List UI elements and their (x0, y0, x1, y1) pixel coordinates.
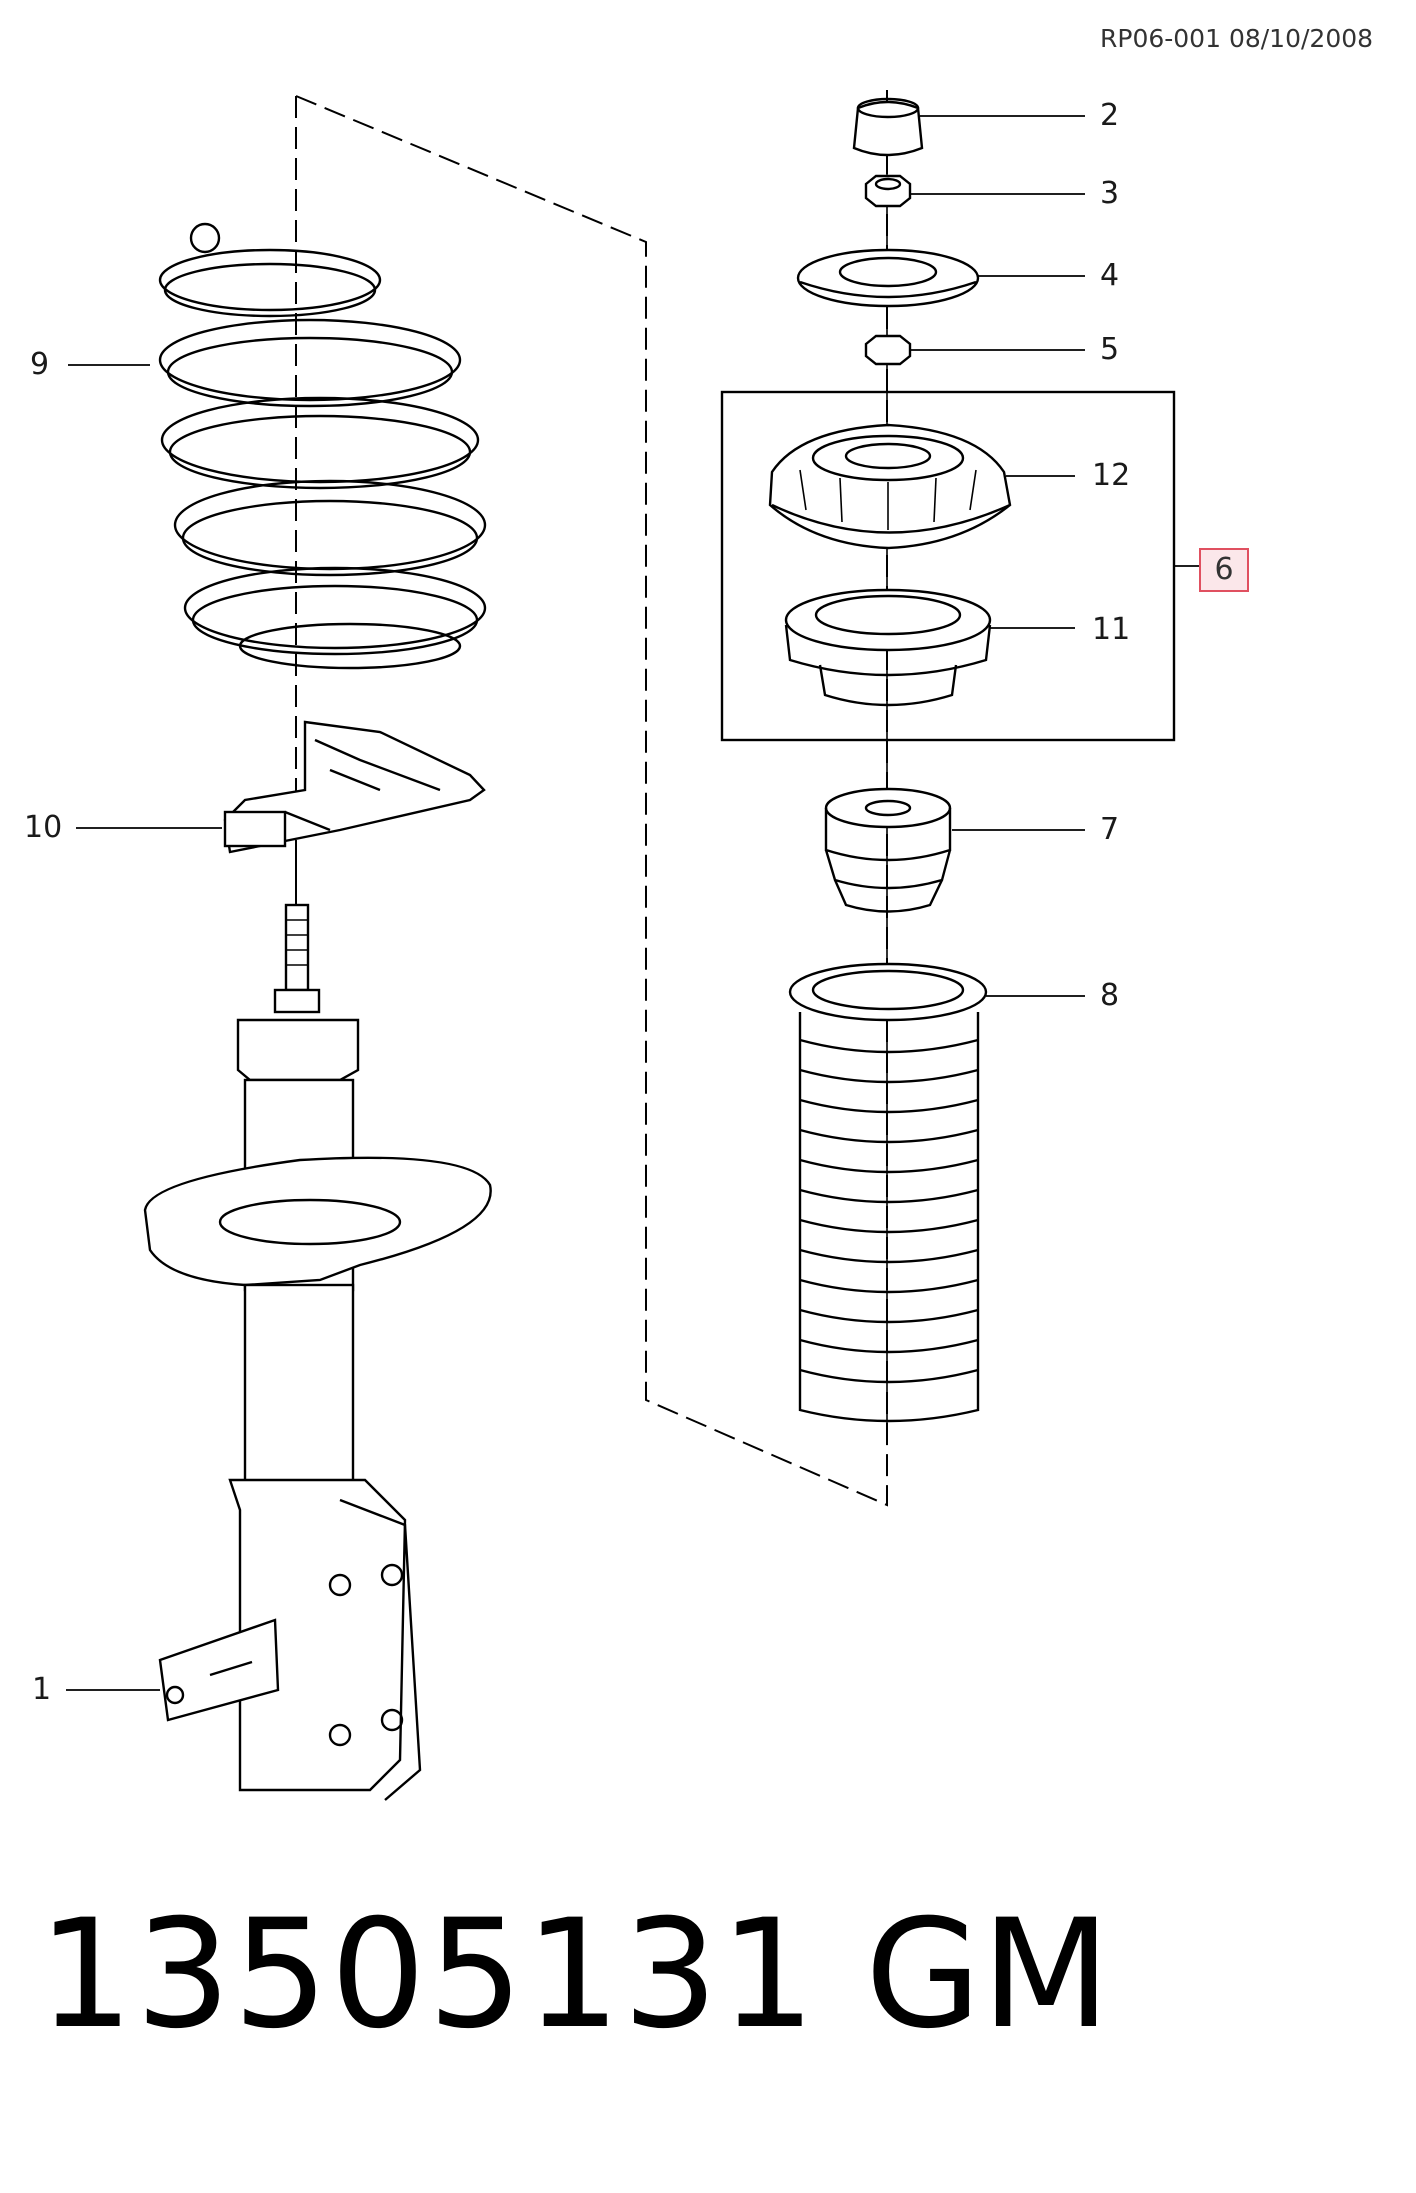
dust-cap (852, 97, 924, 157)
strut-bearing (784, 588, 992, 707)
upper-nut (864, 174, 912, 208)
callout-9: 9 (30, 347, 50, 382)
brand-name: GM (865, 1888, 1111, 2062)
bump-stop (824, 787, 952, 913)
callout-11: 11 (1092, 612, 1131, 647)
lower-nut (864, 334, 912, 366)
dust-boot (788, 962, 988, 1423)
callout-7: 7 (1100, 812, 1120, 847)
callout-2: 2 (1100, 98, 1120, 133)
callout-1: 1 (32, 1672, 52, 1707)
callout-4: 4 (1100, 258, 1120, 293)
callout-5: 5 (1100, 332, 1120, 367)
callout-3: 3 (1100, 176, 1120, 211)
callout-8: 8 (1100, 978, 1120, 1013)
callout-6: 6 (1199, 548, 1249, 592)
callout-12: 12 (1092, 458, 1131, 493)
spring-seat-insulator (223, 720, 486, 854)
strut-top-mount (768, 423, 1012, 550)
part-number: 13505131 (38, 1888, 818, 2062)
mount-washer (796, 248, 980, 308)
callout-10: 10 (24, 810, 63, 845)
coil-spring (158, 222, 487, 670)
reference-code: RP06-001 08/10/2008 (1100, 24, 1374, 53)
strut-assembly (143, 860, 492, 1801)
leader-lines (66, 115, 1200, 1691)
